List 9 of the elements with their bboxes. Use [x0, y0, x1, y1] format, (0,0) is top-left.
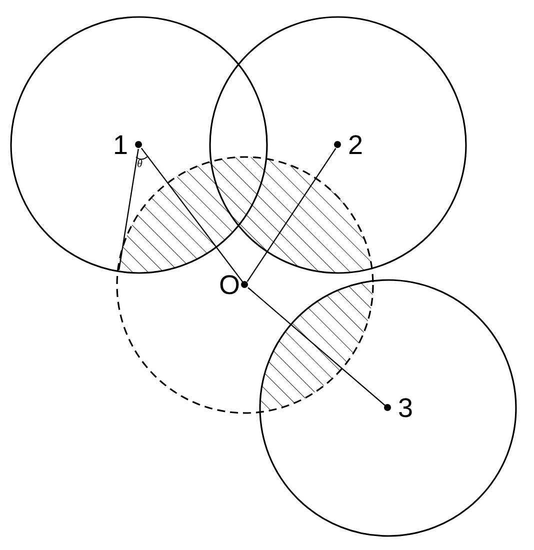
- connecting-line: [248, 287, 386, 406]
- connecting-line: [140, 148, 244, 282]
- connecting-line: [246, 148, 336, 282]
- angle-label: θ: [137, 158, 142, 170]
- point-label: 3: [398, 393, 414, 423]
- point-label: 1: [113, 130, 128, 160]
- connecting-line: [118, 148, 139, 270]
- point-label: O: [219, 270, 240, 300]
- point-label: 2: [348, 130, 364, 160]
